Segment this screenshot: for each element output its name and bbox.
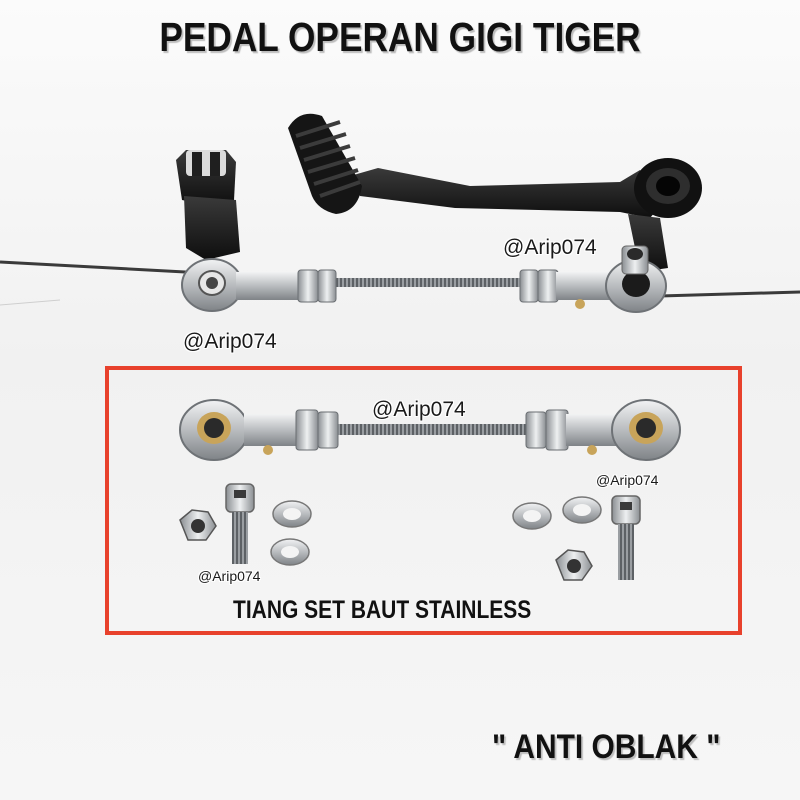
highlight-box: [105, 366, 742, 635]
rubber-toe-peg: [288, 113, 362, 214]
product-caption: TIANG SET BAUT STAINLESS: [233, 596, 532, 624]
page-title: PEDAL OPERAN GIGI TIGER: [159, 14, 641, 60]
watermark-label: @Arip074: [503, 236, 597, 259]
top-linkage-rod: [181, 245, 667, 313]
right-hardware: [512, 495, 641, 581]
watermark-label: @Arip074: [372, 398, 466, 421]
watermark-label: @Arip074: [596, 472, 659, 488]
shift-shaft-clamp: [176, 150, 240, 260]
left-hardware: [179, 483, 312, 566]
tagline: " ANTI OBLAK ": [492, 728, 721, 766]
stainless-linkage-rod: [179, 399, 681, 461]
watermark-label: @Arip074: [183, 330, 277, 353]
watermark-label: @Arip074: [198, 568, 261, 584]
